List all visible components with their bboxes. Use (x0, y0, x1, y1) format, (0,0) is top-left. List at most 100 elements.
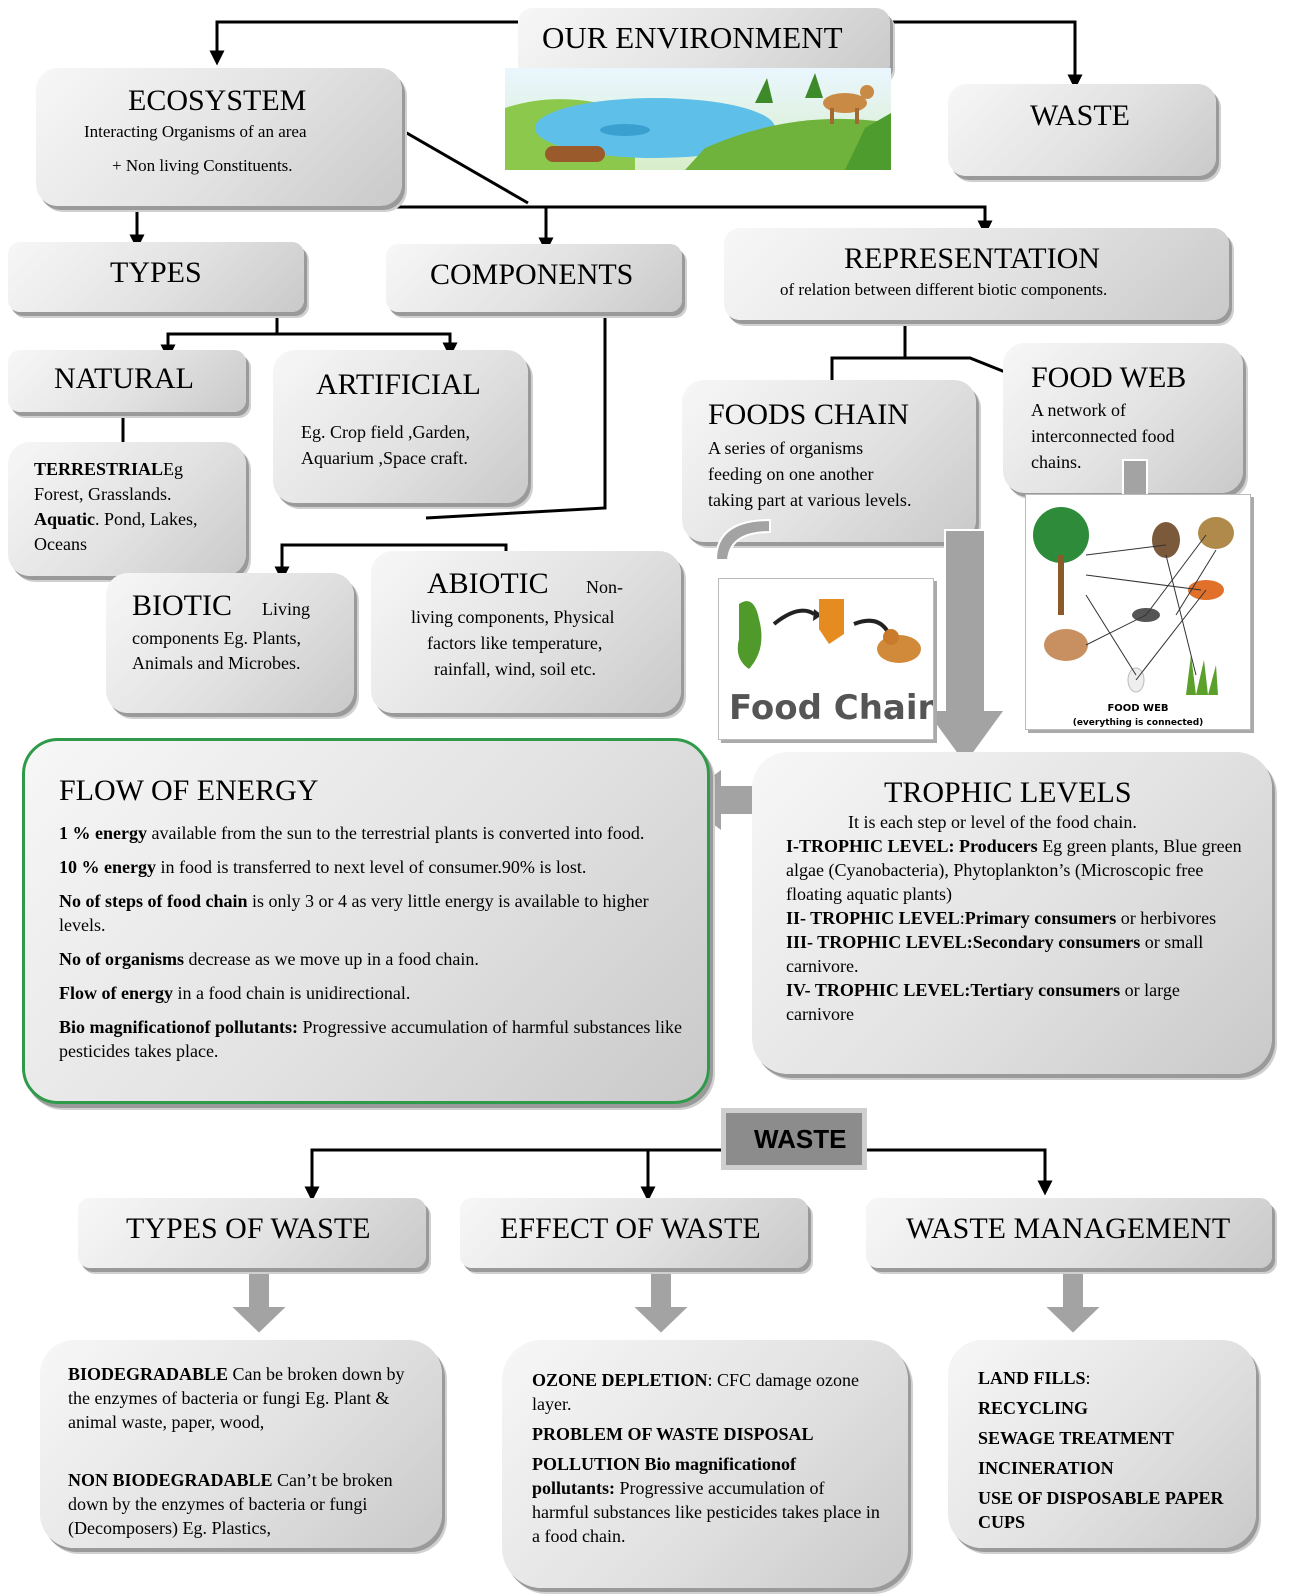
trophic-level-2-consumer: Primary consumers (964, 908, 1117, 928)
flow-item-1-bold: 1 % energy (59, 823, 147, 843)
ozone-depletion-text: : CFC damage ozone layer. (532, 1370, 860, 1414)
trophic-levels-box: TROPHIC LEVELS It is each step or level … (752, 752, 1272, 1074)
flow-item-4-bold: No of organisms (59, 949, 184, 969)
page-title: OUR ENVIRONMENT (542, 20, 843, 55)
terrestrial-eg: Eg (163, 459, 184, 479)
trophic-intro: It is each step or level of the food cha… (848, 812, 1137, 832)
waste-section-box: WASTE (721, 1108, 867, 1170)
effect-of-waste-detail-box: OZONE DEPLETION: CFC damage ozone layer.… (502, 1340, 908, 1588)
environment-illustration (505, 68, 891, 170)
waste-management-label: WASTE MANAGEMENT (906, 1212, 1231, 1245)
food-web-image-caption: FOOD WEB (1107, 703, 1168, 714)
biotic-box: BIOTIC Living components Eg. Plants, Ani… (106, 573, 354, 713)
trophic-level-4-text: or large carnivore (786, 980, 1180, 1024)
types-of-waste-label: TYPES OF WASTE (126, 1212, 371, 1245)
waste-management-detail: LAND FILLS: RECYCLING SEWAGE TREATMENT I… (978, 1366, 1238, 1534)
ecosystem-line-1: Interacting Organisms of an area (84, 122, 307, 141)
terrestrial-box: TERRESTRIALEg Forest, Grasslands. Aquati… (8, 442, 246, 576)
trophic-level-3-bold: III- TROPHIC LEVEL:Secondary consumers (786, 932, 1141, 952)
food-web-line-1: A network of (1031, 400, 1126, 420)
representation-box: REPRESENTATION of relation between diffe… (724, 228, 1229, 320)
food-web-line-2: interconnected food (1031, 426, 1175, 446)
components-box: COMPONENTS (386, 244, 682, 312)
non-biodegradable-text: Can’t be broken down by the enzymes of b… (68, 1470, 393, 1538)
trophic-level-1-text: Eg green plants, Blue green algae (Cyano… (786, 836, 1242, 904)
representation-title: REPRESENTATION (844, 242, 1100, 275)
food-web-title: FOOD WEB (1031, 361, 1187, 394)
food-chain-line-1: A series of organisms (708, 438, 864, 458)
flow-item-5-bold: Flow of energy (59, 983, 173, 1003)
food-web-image-sub: (everything is connected) (1073, 718, 1204, 728)
artificial-line-2: Aquarium ,Space craft. (301, 448, 468, 468)
title-box: OUR ENVIRONMENT (518, 8, 890, 78)
incineration: INCINERATION (978, 1458, 1114, 1478)
trophic-level-2-colon: : (959, 908, 965, 928)
terrestrial-bold: TERRESTRIAL (34, 459, 164, 479)
biotic-title: BIOTIC (132, 589, 232, 622)
flow-of-energy-box: FLOW OF ENERGY 1 % energy available from… (22, 738, 710, 1104)
aquatic-bold: Aquatic (34, 509, 96, 529)
food-web-box: FOOD WEB A network of interconnected foo… (1003, 343, 1243, 493)
abiotic-box: ABIOTIC Non- living components, Physical… (371, 551, 681, 713)
pollution-bold: POLLUTION Bio magnificationof pollutants… (532, 1454, 797, 1498)
types-of-waste-detail-box: BIODEGRADABLE Can be broken down by the … (40, 1340, 442, 1548)
recycling: RECYCLING (978, 1398, 1089, 1418)
food-chain-line-3: taking part at various levels. (708, 490, 912, 510)
food-chain-image-caption: Food Chain (729, 688, 933, 728)
waste-management-detail-box: LAND FILLS: RECYCLING SEWAGE TREATMENT I… (948, 1340, 1256, 1548)
waste-top-label: WASTE (1030, 99, 1130, 132)
flow-item-3-text: is only 3 or 4 as very little energy is … (59, 891, 649, 935)
types-of-waste-detail: BIODEGRADABLE Can be broken down by the … (68, 1362, 418, 1540)
artificial-title: ARTIFICIAL (316, 368, 481, 401)
artificial-box: ARTIFICIAL Eg. Crop field ,Garden, Aquar… (273, 350, 528, 503)
biotic-line-2: components Eg. Plants, (132, 628, 301, 648)
biotic-line-3: Animals and Microbes. (132, 653, 301, 673)
ecosystem-box: ECOSYSTEM Interacting Organisms of an ar… (36, 68, 402, 206)
trophic-title: TROPHIC LEVELS (884, 776, 1132, 809)
waste-top-box: WASTE (948, 84, 1216, 176)
effect-of-waste-label: EFFECT OF WASTE (500, 1212, 761, 1245)
abiotic-line-4: rainfall, wind, soil etc. (434, 659, 596, 679)
flow-item-5-text: in a food chain is unidirectional. (172, 983, 411, 1003)
food-web-image: FOOD WEB (everything is connected) (1025, 494, 1251, 730)
ecosystem-title: ECOSYSTEM (128, 84, 307, 117)
disposable-cups: USE OF DISPOSABLE PAPER CUPS (978, 1488, 1224, 1532)
land-fills-colon: : (1085, 1368, 1091, 1388)
abiotic-title: ABIOTIC (427, 567, 549, 600)
food-chain-image: Food Chain (718, 578, 942, 740)
trophic-level-2-text: or herbivores (1116, 908, 1217, 928)
abiotic-line-1: Non- (586, 577, 623, 597)
trophic-level-2-bold: II- TROPHIC LEVEL (786, 908, 960, 928)
flow-list: 1 % energy available from the sun to the… (59, 821, 689, 1079)
waste-section-label: WASTE (754, 1124, 847, 1154)
effect-of-waste-detail: OZONE DEPLETION: CFC damage ozone layer.… (532, 1368, 882, 1548)
types-of-waste-box: TYPES OF WASTE (78, 1198, 426, 1268)
aquatic-examples: . Pond, Lakes, (95, 509, 198, 529)
components-label: COMPONENTS (430, 258, 634, 291)
terrestrial-text: TERRESTRIALEg Forest, Grasslands. Aquati… (34, 457, 234, 557)
down-arrow-icon (923, 529, 1007, 767)
flow-title: FLOW OF ENERGY (59, 774, 319, 807)
pollution-text: Progressive accumulation of harmful subs… (532, 1478, 880, 1546)
flow-item-2-bold: 10 % energy (59, 857, 156, 877)
flow-item-1-text: available from the sun to the terrestria… (146, 823, 645, 843)
food-chain-title: FOODS CHAIN (708, 398, 909, 431)
flow-item-4-text: decrease as we move up in a food chain. (184, 949, 479, 969)
terrestrial-examples: Forest, Grasslands. (34, 484, 172, 504)
flow-item-6-text: Progressive accumulation of harmful subs… (59, 1017, 682, 1061)
effect-of-waste-box: EFFECT OF WASTE (460, 1198, 808, 1268)
biodegradable-bold: BIODEGRADABLE (68, 1364, 229, 1384)
flow-item-2-text: in food is transferred to next level of … (155, 857, 587, 877)
artificial-line-1: Eg. Crop field ,Garden, (301, 422, 470, 442)
waste-disposal-problem: PROBLEM OF WASTE DISPOSAL (532, 1424, 814, 1444)
food-chain-box: FOODS CHAIN A series of organisms feedin… (682, 380, 976, 542)
abiotic-line-3: factors like temperature, (427, 633, 603, 653)
ecosystem-line-2: + Non living Constituents. (112, 156, 293, 175)
food-chain-line-2: feeding on one another (708, 464, 874, 484)
types-box: TYPES (8, 242, 304, 312)
land-fills: LAND FILLS (978, 1368, 1086, 1388)
aquatic-oceans: Oceans (34, 534, 87, 554)
abiotic-line-2: living components, Physical (411, 607, 615, 627)
sewage-treatment: SEWAGE TREATMENT (978, 1428, 1174, 1448)
trophic-level-1-bold: I-TROPHIC LEVEL: Producers (786, 836, 1038, 856)
